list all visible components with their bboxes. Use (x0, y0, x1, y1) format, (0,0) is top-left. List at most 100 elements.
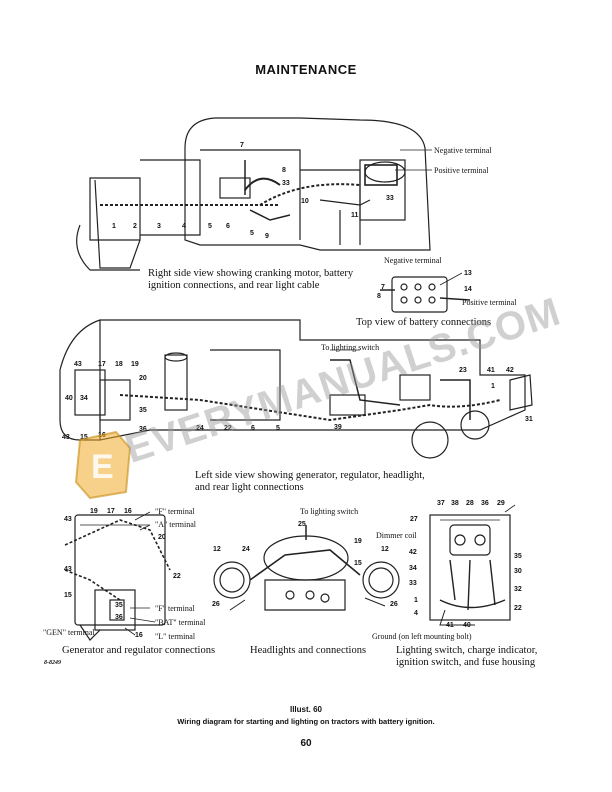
label-a-terminal: "A" terminal (155, 520, 196, 529)
callout: 36 (139, 426, 147, 433)
callout: 1 (112, 223, 116, 230)
callout: 12 (381, 546, 389, 553)
callout: 15 (80, 434, 88, 441)
illustration-number: Illust. 60 (289, 705, 322, 714)
figure-reference: 8-8249 (44, 660, 61, 666)
callout: 8 (282, 167, 286, 174)
callout: 23 (459, 367, 467, 374)
callout: 25 (298, 521, 306, 528)
battery-top-view-drawing (380, 272, 471, 313)
caption-generator: Generator and regulator connections (62, 645, 216, 656)
callout: 17 (98, 361, 106, 368)
callout: 14 (464, 286, 472, 293)
callout: 15 (354, 560, 362, 567)
callout: 36 (115, 614, 123, 621)
caption-lighting-switch: Lighting switch, charge indicator, ignit… (396, 645, 538, 668)
callout: 5 (276, 425, 280, 432)
callout: 32 (514, 586, 522, 593)
callout: 5 (250, 230, 254, 237)
watermark-logo-letter: E (91, 448, 114, 486)
callout: 4 (414, 610, 418, 617)
label-l-terminal: "L" terminal (155, 632, 196, 641)
caption-battery-top-view: Top view of battery connections (356, 317, 492, 328)
callout: 19 (131, 361, 139, 368)
callout: 4 (182, 223, 186, 230)
callout: 33 (386, 195, 394, 202)
label-f-terminal: "F" terminal (155, 604, 195, 613)
callout: 17 (107, 508, 115, 515)
label-to-lighting-switch: To lighting switch (321, 343, 380, 352)
callout: 22 (173, 573, 181, 580)
callout: 24 (196, 425, 204, 432)
callout: 18 (115, 361, 123, 368)
callout: 29 (497, 500, 505, 507)
generator-regulator-drawing (64, 511, 171, 641)
label-to-lighting-switch: To lighting switch (300, 507, 359, 516)
left-side-view-drawing (59, 319, 533, 459)
callout: 33 (409, 580, 417, 587)
callout: 9 (265, 233, 269, 240)
callout: 31 (525, 416, 533, 423)
page-number: 60 (300, 738, 312, 749)
callout: 38 (451, 500, 459, 507)
callout: 35 (139, 407, 147, 414)
callout: 26 (390, 601, 398, 608)
callout: 3 (157, 223, 161, 230)
callout: 34 (409, 565, 417, 572)
caption-headlights: Headlights and connections (250, 645, 367, 656)
label-gen-terminal: "GEN" terminal (43, 628, 95, 637)
label-negative-terminal: Negative terminal (384, 256, 442, 265)
label-f-terminal: "F" terminal (155, 507, 195, 516)
caption-left-side-view: Left side view showing generator, regula… (195, 470, 425, 493)
callout: 43 (64, 516, 72, 523)
callout: 34 (80, 395, 88, 402)
callout: 22 (224, 425, 232, 432)
callout: 7 (381, 284, 385, 291)
callout: 13 (464, 270, 472, 277)
callout: 41 (487, 367, 495, 374)
callout: 19 (90, 508, 98, 515)
callout: 24 (242, 546, 250, 553)
callout: 37 (437, 500, 445, 507)
callout: 20 (139, 375, 147, 382)
label-dimmer-coil: Dimmer coil (376, 531, 417, 540)
callout: 20 (158, 534, 166, 541)
callout: 16 (135, 632, 143, 639)
callout: 42 (409, 549, 417, 556)
callout: 30 (514, 568, 522, 575)
callout: 28 (466, 500, 474, 507)
callout: 33 (282, 180, 290, 187)
callout: 7 (240, 142, 244, 149)
callout: 26 (212, 601, 220, 608)
callout: 2 (133, 223, 137, 230)
label-positive-terminal: Positive terminal (434, 166, 489, 175)
callout: 16 (124, 508, 132, 515)
callout: 36 (481, 500, 489, 507)
callout: 6 (226, 223, 230, 230)
headlights-drawing (213, 525, 400, 611)
callout: 1 (414, 597, 418, 604)
callout: 35 (115, 602, 123, 609)
callout: 41 (446, 622, 454, 629)
callout: 35 (514, 553, 522, 560)
label-positive-terminal: Positive terminal (462, 298, 517, 307)
callout: 43 (62, 434, 70, 441)
callout: 10 (301, 198, 309, 205)
callout: 43 (64, 566, 72, 573)
callout: 40 (65, 395, 73, 402)
callout: 6 (251, 425, 255, 432)
callout: 5 (208, 223, 212, 230)
label-ground: Ground (on left mounting bolt) (372, 632, 472, 641)
callout: 39 (334, 424, 342, 431)
page-title: MAINTENANCE (255, 62, 357, 77)
label-negative-terminal: Negative terminal (434, 146, 492, 155)
callout: 19 (354, 538, 362, 545)
caption-right-side-view: Right side view showing cranking motor, … (148, 268, 354, 291)
watermark-logo: E (74, 430, 132, 500)
right-side-view-drawing (76, 117, 432, 271)
illustration-caption: Wiring diagram for starting and lighting… (177, 717, 435, 726)
callout: 12 (213, 546, 221, 553)
label-bat-terminal: "BAT" terminal (155, 618, 206, 627)
callout: 43 (74, 361, 82, 368)
